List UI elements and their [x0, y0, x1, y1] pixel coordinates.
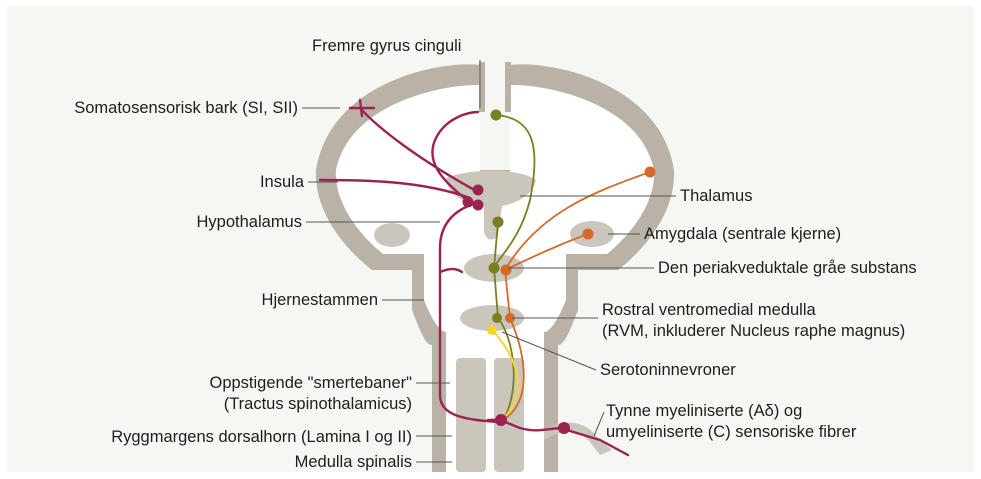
amygdala-neuron: [583, 229, 594, 240]
label-insula: Insula: [200, 172, 304, 192]
rvm-neuron-olive: [492, 313, 502, 323]
label-fremre-gyrus: Fremre gyrus cinguli: [312, 36, 461, 56]
serotonin-neuron: [487, 325, 497, 335]
label-amygdala: Amygdala (sentrale kjerne): [644, 224, 841, 244]
label-oppstigende-1: Oppstigende "smertebaner": [120, 373, 412, 393]
left-nucleus: [374, 223, 410, 247]
label-oppstigende-2: (Tractus spinothalamicus): [120, 394, 412, 414]
label-dorsalhorn: Ryggmargens dorsalhorn (Lamina I og II): [20, 427, 412, 447]
label-serotonin: Serotoninnevroner: [600, 360, 736, 380]
dorsal-horn-neuron: [495, 414, 507, 426]
cortex-neuron-orange: [645, 167, 656, 178]
pag-neuron-orange: [501, 265, 512, 276]
label-medulla-spinalis: Medulla spinalis: [200, 452, 412, 472]
label-rvm-1: Rostral ventromedial medulla: [602, 300, 816, 320]
label-fibre-2: umyeliniserte (C) sensoriske fibrer: [606, 422, 856, 442]
thalamus-neuron-2: [463, 197, 474, 208]
pag-neuron-olive: [489, 263, 500, 274]
cingulate-neuron: [491, 110, 502, 121]
label-rvm-2: (RVM, inkluderer Nucleus raphe magnus): [602, 321, 905, 341]
thalamus-neuron-3: [473, 200, 484, 211]
thalamus-neuron-1: [473, 185, 484, 196]
hypothalamus-neuron: [493, 217, 504, 228]
label-periakveduktale: Den periakveduktale gråe substans: [658, 258, 917, 278]
label-fibre-1: Tynne myeliniserte (Aδ) og: [606, 401, 802, 421]
label-hjernestammen: Hjernestammen: [200, 290, 378, 310]
label-thalamus: Thalamus: [680, 186, 752, 206]
label-hypothalamus: Hypothalamus: [140, 212, 302, 232]
ganglion-neuron: [558, 422, 570, 434]
longitudinal-fissure: [482, 62, 508, 112]
label-somatosensorisk: Somatosensorisk bark (SI, SII): [20, 98, 298, 118]
